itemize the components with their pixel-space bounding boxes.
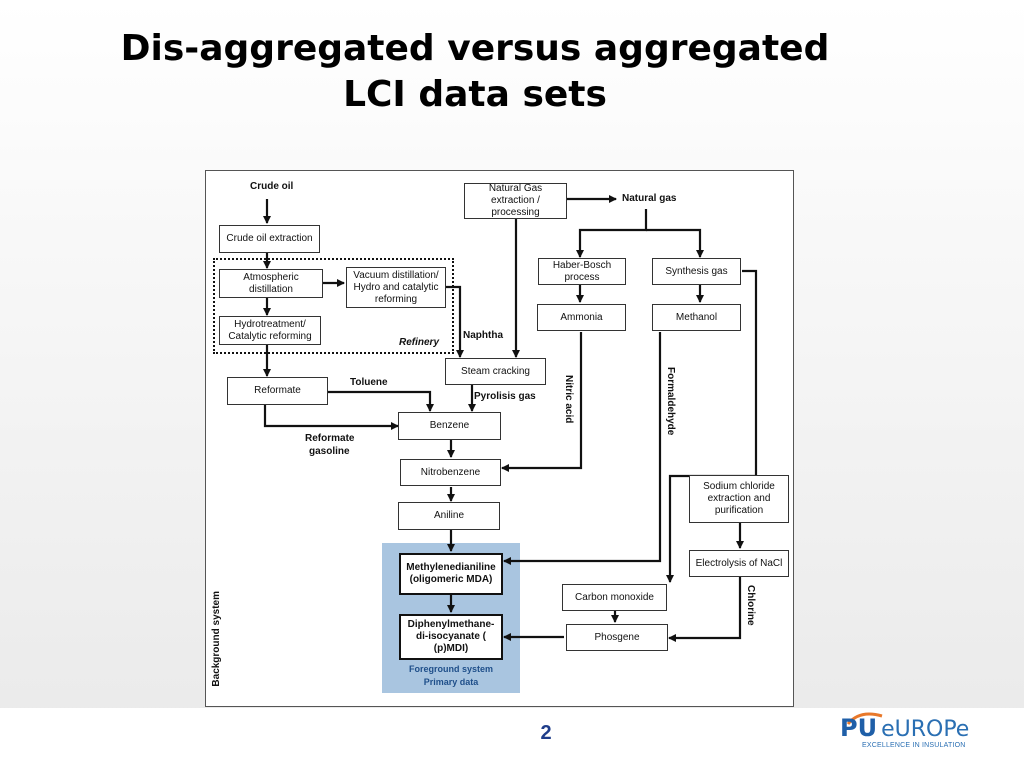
- box-aniline: Aniline: [398, 502, 500, 530]
- label-crude-oil: Crude oil: [250, 181, 294, 192]
- slide-title: Dis-aggregated versus aggregated LCI dat…: [60, 26, 890, 118]
- box-hydrotreatment: Hydrotreatment/ Catalytic reforming: [219, 316, 321, 345]
- logo-swoosh-icon: [846, 712, 883, 725]
- label-natural-gas: Natural gas: [622, 193, 677, 204]
- box-nitrobenzene: Nitrobenzene: [400, 459, 501, 486]
- label-background-system: Background system: [211, 591, 222, 687]
- box-atmospheric-distillation: Atmospheric distillation: [219, 269, 323, 298]
- logo-pu-text: PU: [840, 714, 878, 742]
- box-mda: Methylenedianiline (oligomeric MDA): [399, 553, 503, 595]
- refinery-frame: [213, 258, 454, 354]
- box-phosgene: Phosgene: [566, 624, 668, 651]
- slide-title-line-2: LCI data sets: [343, 74, 607, 115]
- label-refinery: Refinery: [399, 337, 440, 348]
- label-pyrolisis-gas: Pyrolisis gas: [474, 391, 536, 402]
- arrow-electrolysis-to-phosgene: [668, 577, 742, 642]
- arrow-reformate-gasoline-to-benzene: [263, 405, 399, 430]
- box-benzene: Benzene: [398, 412, 501, 440]
- label-primary-data: Primary data: [423, 677, 479, 687]
- box-natural-gas-extraction: Natural Gas extraction / processing: [464, 183, 567, 219]
- box-steam-cracking: Steam cracking: [445, 358, 546, 385]
- box-synthesis-gas: Synthesis gas: [652, 258, 741, 285]
- arrow-ammonia-to-nitrobenzene: [501, 332, 583, 472]
- page-number: 2: [540, 722, 552, 744]
- arrow-methanol-to-mda: [503, 332, 662, 565]
- slide-title-line-1: Dis-aggregated versus aggregated: [120, 28, 830, 69]
- lci-process-diagram: Crude oil Crude oil extraction Atmospher…: [205, 170, 794, 707]
- box-ammonia: Ammonia: [537, 304, 626, 331]
- box-crude-oil-extraction: Crude oil extraction: [219, 225, 320, 253]
- label-nitric-acid: Nitric acid: [563, 375, 574, 424]
- box-carbon-monoxide: Carbon monoxide: [562, 584, 667, 611]
- box-haber-bosch: Haber-Bosch process: [538, 258, 626, 285]
- arrow-vacuum-to-steamcracking: [446, 285, 464, 358]
- box-reformate: Reformate: [227, 377, 328, 405]
- connector-arrows: [263, 195, 758, 642]
- label-reformate-gasoline-2: gasoline: [309, 446, 350, 457]
- box-vacuum-distillation: Vacuum distillation/ Hydro and catalytic…: [346, 267, 446, 308]
- label-naphtha: Naphtha: [463, 330, 503, 341]
- box-sodium-chloride: Sodium chloride extraction and purificat…: [689, 475, 789, 523]
- label-chlorine: Chlorine: [745, 585, 756, 626]
- logo-europe-text: eUROPe: [881, 717, 970, 742]
- logo-tagline: EXCELLENCE IN INSULATION: [862, 742, 966, 749]
- box-methanol: Methanol: [652, 304, 741, 331]
- label-reformate-gasoline-1: Reformate: [305, 433, 355, 444]
- box-mdi: Diphenylmethane-di-isocyanate ( (p)MDI): [399, 614, 503, 660]
- label-formaldehyde: Formaldehyde: [665, 367, 676, 436]
- label-toluene: Toluene: [350, 377, 388, 388]
- arrow-reformate-to-benzene: [328, 390, 434, 412]
- label-foreground-system: Foreground system: [408, 664, 493, 674]
- box-electrolysis: Electrolysis of NaCl: [689, 550, 789, 577]
- arrow-natural-gas-to-haber: [576, 209, 648, 258]
- arrow-natural-gas-to-synthesis: [646, 228, 704, 258]
- foreground-system-text: Foreground system Primary data: [384, 663, 518, 689]
